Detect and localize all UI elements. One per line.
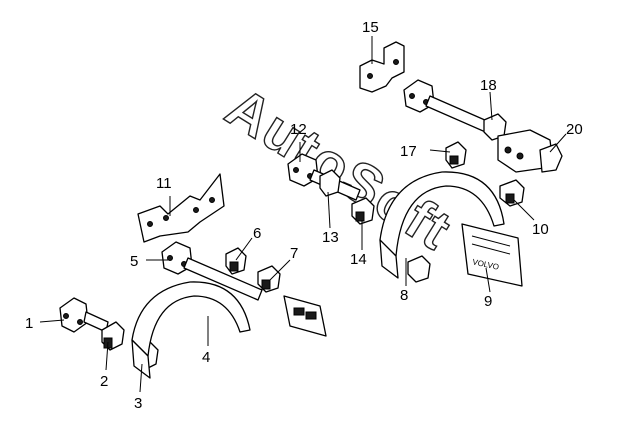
callout-11: 11 [156,175,172,192]
part-8-rear-fender [379,171,505,283]
part-7-clamp [257,265,281,293]
callout-3: 3 [134,395,142,412]
callout-1: 1 [25,315,33,332]
part-17-clamp [445,141,467,169]
callout-20: 20 [566,121,583,138]
part-4-fender [131,281,251,379]
callout-4: 4 [202,349,210,366]
callout-10: 10 [532,221,549,238]
part-11-bracket [137,173,225,243]
leader-lines [39,36,567,393]
callout-13: 13 [322,229,339,246]
part-1-bracket [59,297,109,333]
part-20-hinge-bracket [497,129,563,173]
callout-2: 2 [100,373,108,390]
callout-5: 5 [130,253,138,270]
part-10-clamp [499,179,525,207]
callout-8: 8 [400,287,408,304]
callout-7: 7 [290,245,298,262]
callout-6: 6 [253,225,261,242]
part-6-clamp [225,247,247,275]
part-15-bracket [359,41,405,93]
reflector-plate [283,295,327,337]
callout-14: 14 [350,251,367,268]
callout-12: 12 [290,121,307,138]
callout-9: 9 [484,293,492,310]
callout-17: 17 [400,143,417,160]
part-5-bracket-rod [161,241,263,301]
part-9-mudflap: VOLVO [461,223,523,287]
callout-15: 15 [362,19,379,36]
part-13-clamp [319,169,341,197]
part-18-bracket-tube [403,79,507,141]
callout-labels: 1 2 3 4 5 6 7 8 9 10 11 12 13 14 15 17 1… [25,19,583,412]
part-14-clamp [351,197,375,225]
callout-18: 18 [480,77,497,94]
